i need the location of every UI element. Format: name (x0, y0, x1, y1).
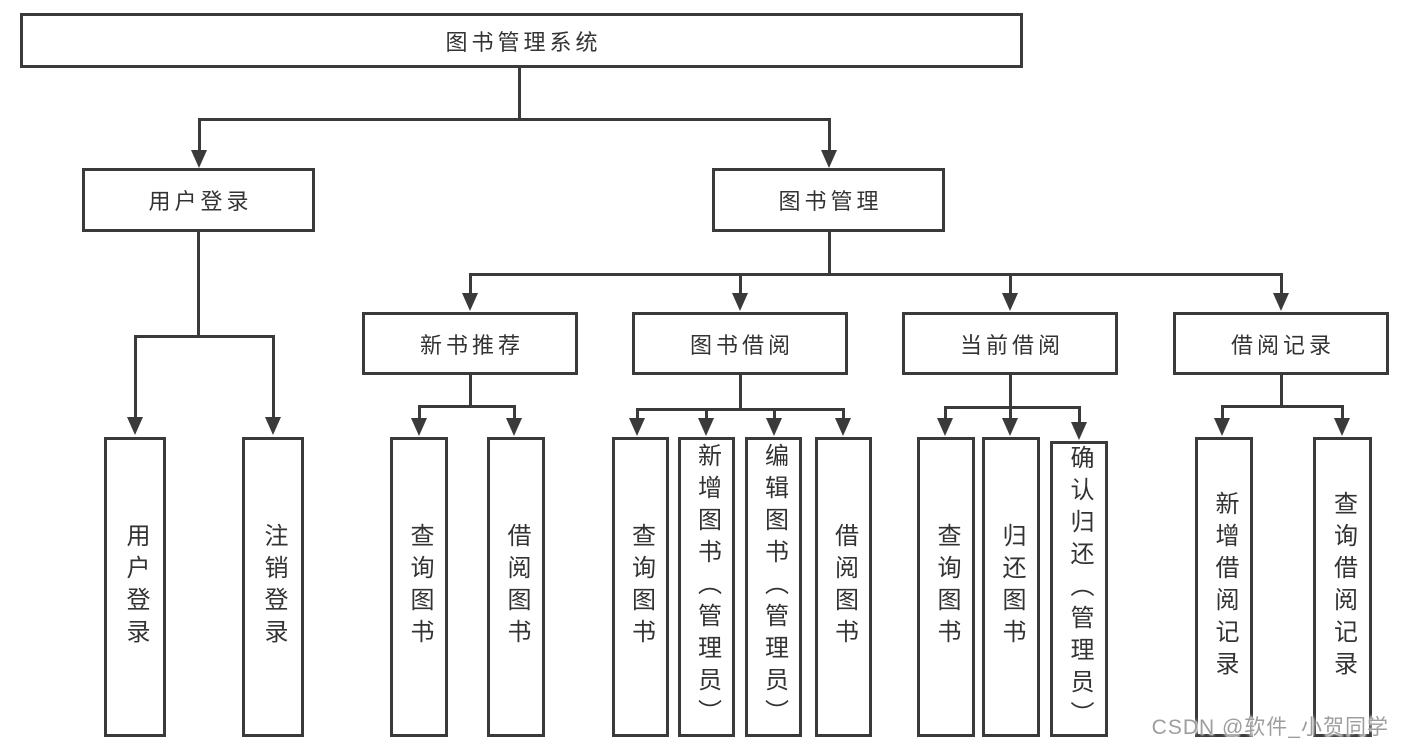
connector-borrow-rail (635, 408, 845, 411)
leaf-logout-label: 注销登录 (260, 523, 287, 651)
leaf-user-login-label: 用户登录 (122, 523, 149, 651)
leaf-current-query-books: 查询图书 (917, 437, 975, 737)
node-book-management-label: 图书管理 (778, 189, 883, 214)
leaf-borrow-add-books-admin-label: 新增图书（管理员） (693, 443, 721, 731)
leaf-borrow-borrow-books: 借阅图书 (815, 437, 872, 737)
leaf-current-return-books-label: 归还图书 (998, 523, 1025, 651)
leaf-borrow-edit-books-admin: 编辑图书（管理员） (745, 437, 802, 737)
node-borrow-records: 借阅记录 (1173, 312, 1389, 375)
leaf-recommend-query-books-label: 查询图书 (406, 523, 433, 651)
leaf-records-add-record-label: 新增借阅记录 (1211, 491, 1238, 683)
connector-book-mgmt-stem (827, 232, 831, 273)
connector-current-rail (943, 406, 1081, 409)
connector-current-stem (1008, 375, 1012, 406)
leaf-recommend-borrow-books: 借阅图书 (487, 437, 545, 737)
node-user-login: 用户登录 (82, 168, 315, 232)
connector-user-login-stem (196, 232, 200, 335)
leaf-current-query-books-label: 查询图书 (933, 523, 960, 651)
leaf-user-login: 用户登录 (104, 437, 166, 737)
node-borrow-records-label: 借阅记录 (1230, 332, 1335, 358)
leaf-records-query-record-label: 查询借阅记录 (1329, 491, 1357, 683)
connector-root-stem (517, 68, 521, 118)
connector-recommend-rail (417, 405, 516, 408)
node-book-borrow-label: 图书借阅 (689, 332, 794, 358)
leaf-borrow-edit-books-admin-label: 编辑图书（管理员） (760, 443, 788, 731)
leaf-borrow-add-books-admin: 新增图书（管理员） (678, 437, 735, 737)
connector-level3-rail (468, 273, 1283, 276)
csdn-watermark: CSDN @软件_小贺同学 (1151, 716, 1389, 739)
leaf-recommend-query-books: 查询图书 (390, 437, 448, 737)
leaf-records-query-record: 查询借阅记录 (1313, 437, 1372, 737)
node-book-borrow: 图书借阅 (632, 312, 848, 375)
node-root: 图书管理系统 (20, 13, 1023, 68)
node-user-login-label: 用户登录 (148, 189, 253, 214)
connector-records-stem (1279, 375, 1283, 405)
node-current-borrow-label: 当前借阅 (959, 332, 1064, 358)
node-new-book-recommend-label: 新书推荐 (419, 332, 524, 358)
leaf-borrow-query-books-label: 查询图书 (627, 523, 655, 651)
node-new-book-recommend: 新书推荐 (362, 312, 578, 375)
leaf-logout: 注销登录 (242, 437, 304, 737)
leaf-recommend-borrow-books-label: 借阅图书 (503, 523, 530, 651)
leaf-current-confirm-return-admin: 确认归还（管理员） (1050, 441, 1108, 737)
leaf-borrow-borrow-books-label: 借阅图书 (830, 523, 858, 651)
connector-recommend-stem (468, 375, 472, 405)
node-root-label: 图书管理系统 (445, 29, 602, 55)
connector-level2-rail (197, 118, 831, 121)
connector-records-rail (1220, 405, 1344, 408)
node-current-borrow: 当前借阅 (902, 312, 1118, 375)
connector-borrow-stem (738, 375, 742, 408)
connector-user-login-rail (133, 335, 275, 338)
leaf-borrow-query-books: 查询图书 (612, 437, 669, 737)
node-book-management: 图书管理 (712, 168, 945, 232)
leaf-records-add-record: 新增借阅记录 (1195, 437, 1253, 737)
leaf-current-return-books: 归还图书 (982, 437, 1040, 737)
leaf-current-confirm-return-admin-label: 确认归还（管理员） (1066, 445, 1093, 733)
